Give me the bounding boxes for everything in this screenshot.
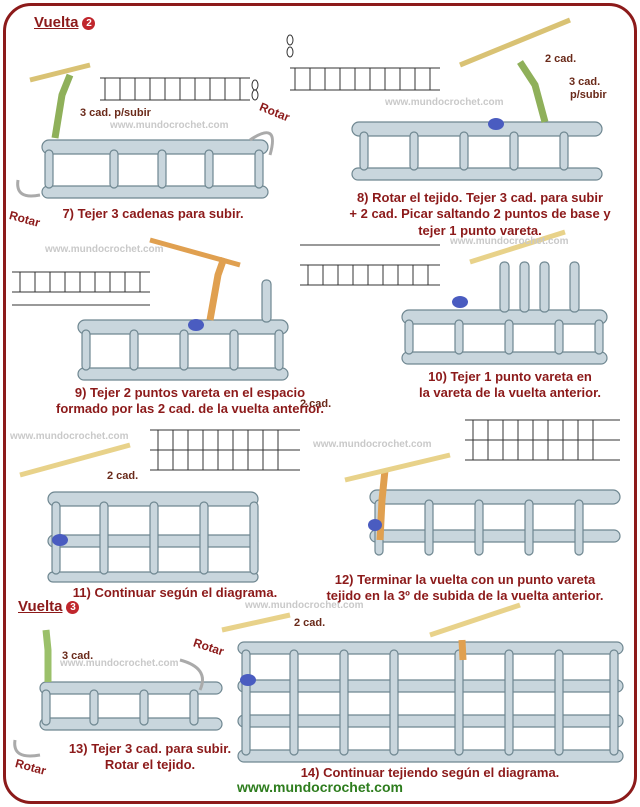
caption-step-11: 11) Continuar según el diagrama. xyxy=(72,585,278,600)
panel-step-13 xyxy=(13,629,223,758)
curved-arrow xyxy=(179,658,204,691)
label-2-cad: 2 cad. xyxy=(107,470,139,482)
caption-step-8: 8) Rotar el tejido. Tejer 3 cad. para su… xyxy=(349,190,611,238)
label-p-subir: p/subir xyxy=(570,89,607,101)
label-3-cad: 3 cad. xyxy=(62,650,94,662)
panel-step-11 xyxy=(19,429,300,583)
curved-arrow xyxy=(249,131,274,156)
stitch-marker xyxy=(52,534,68,546)
panel-step-9 xyxy=(12,237,289,381)
watermark: www.mundocrochet.com xyxy=(110,120,229,131)
stitch-marker xyxy=(188,319,204,331)
crochet-hook xyxy=(19,442,131,478)
watermark: www.mundocrochet.com xyxy=(45,244,164,255)
label-2-cad: 2 cad. xyxy=(545,53,577,65)
crochet-hook xyxy=(221,612,291,633)
label-2-cad: 2.cad. xyxy=(300,398,332,410)
label-3-cad-p-subir: 3 cad. p/subir xyxy=(80,107,151,119)
label-3-cad: 3 cad. xyxy=(569,76,601,88)
caption-step-13: 13) Tejer 3 cad. para subir. Rotar el te… xyxy=(68,741,232,773)
panel-step-12 xyxy=(344,419,621,556)
watermark: www.mundocrochet.com xyxy=(10,431,129,442)
stitch-marker xyxy=(240,674,256,686)
caption-step-12: 12) Terminar la vuelta con un punto vare… xyxy=(326,572,604,604)
caption-step-9: 9) Tejer 2 puntos vareta en el espacio f… xyxy=(55,385,325,417)
crochet-hook xyxy=(344,452,451,483)
panel-step-14 xyxy=(221,602,624,763)
crochet-hook xyxy=(469,229,566,265)
crochet-diagram xyxy=(465,419,620,461)
crochet-diagram xyxy=(100,77,259,101)
stitch-marker xyxy=(488,118,504,130)
panel-step-10 xyxy=(300,229,608,365)
stitch-marker xyxy=(368,519,382,531)
caption-step-14: 14) Continuar tejiendo según el diagrama… xyxy=(300,765,560,780)
panel-step-8 xyxy=(286,17,603,181)
stitch-marker xyxy=(452,296,468,308)
footer-website[interactable]: www.mundocrochet.com xyxy=(237,779,403,795)
crochet-hook xyxy=(149,237,241,268)
curved-arrow xyxy=(16,179,41,198)
crochet-diagram xyxy=(150,429,300,471)
watermark: www.mundocrochet.com xyxy=(450,236,569,247)
crochet-hook xyxy=(459,17,571,68)
label-2-cad: 2 cad. xyxy=(294,617,326,629)
watermark: www.mundocrochet.com xyxy=(245,600,364,611)
crochet-hook xyxy=(429,602,521,638)
panel-step-7 xyxy=(16,62,274,199)
watermark: www.mundocrochet.com xyxy=(313,439,432,450)
crochet-diagram xyxy=(286,34,440,91)
crochet-diagram xyxy=(300,244,440,286)
caption-step-7: 7) Tejer 3 cadenas para subir. xyxy=(62,206,244,221)
watermark: www.mundocrochet.com xyxy=(385,97,504,108)
caption-step-10: 10) Tejer 1 punto vareta en la vareta de… xyxy=(418,369,602,401)
round-number-badge: 2 xyxy=(82,16,96,30)
round-number-badge: 3 xyxy=(66,600,80,614)
watermark: www.mundocrochet.com xyxy=(60,658,179,669)
crochet-diagram xyxy=(12,271,150,306)
curved-arrow xyxy=(13,739,41,758)
